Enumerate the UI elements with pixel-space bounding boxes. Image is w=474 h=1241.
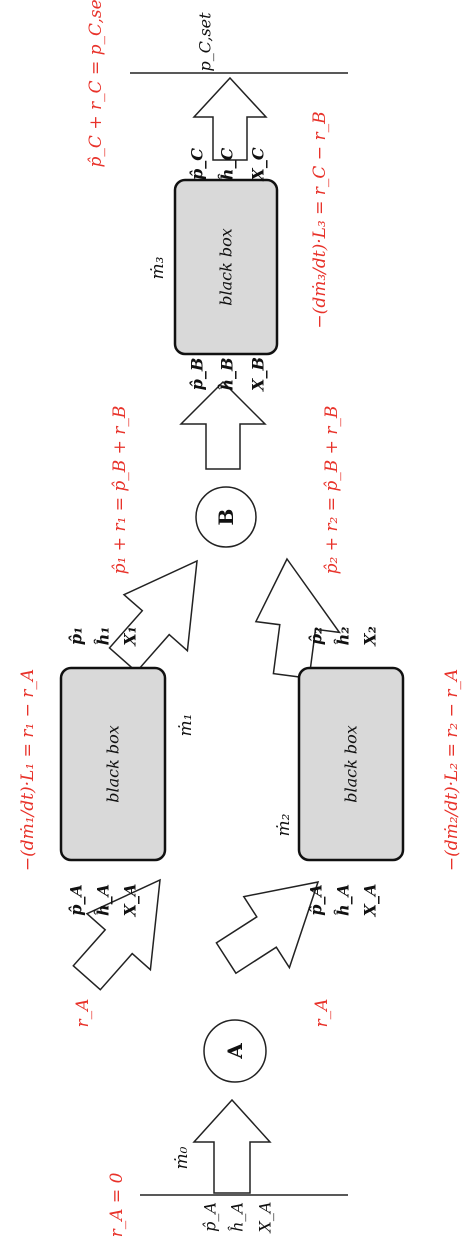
state-p: p̂_A [67, 884, 86, 916]
box3-outlet-state-stack: p̂_C ĥ_C X_C [188, 147, 268, 181]
black-box-3-label: black box [217, 228, 236, 306]
black-box-1 [59, 666, 167, 862]
node-a-label: A [223, 1043, 247, 1060]
state-h: ĥ₂ [333, 627, 353, 646]
outlet-pressure-label: p_C,set [196, 12, 215, 72]
state-p: p̂_A [201, 1202, 220, 1232]
outlet-arrow [192, 76, 268, 161]
box3-equation: −(dṁ₃/dt)·L₃ = r_C − r_B [310, 111, 330, 328]
state-p: p̂₂ [307, 627, 326, 645]
state-h: ĥ_A [93, 884, 113, 916]
state-h: ĥ₁ [93, 627, 113, 646]
state-x: X_A [121, 884, 140, 918]
state-x: X_A [361, 884, 380, 918]
state-h: ĥ_C [217, 148, 237, 181]
arrow-b-to-box3 [179, 380, 267, 470]
state-x: X_A [256, 1202, 275, 1235]
black-box-3 [173, 178, 279, 356]
inlet-state-stack: p̂_A ĥ_A X_A [201, 1202, 275, 1235]
state-x: X₂ [361, 626, 380, 646]
inlet-arrow [192, 1098, 272, 1194]
merge-lower-equation: p̂₂ + r₂ = p̂_B + r_B [322, 406, 342, 575]
box2-equation: −(dṁ₂/dt)·L₂ = r₂ − r_A [442, 669, 462, 871]
outlet-equation: p̂_C + r_C = p_C,set [86, 0, 106, 167]
state-p: p̂_A [307, 884, 326, 916]
node-a-circle [203, 1019, 267, 1083]
state-x: X_B [249, 357, 268, 392]
state-h: ĥ_B [217, 357, 237, 390]
black-box-2-label: black box [342, 725, 361, 803]
node-b-label: B [214, 509, 238, 526]
box1-equation: −(dṁ₁/dt)·L₁ = r₁ − r_A [18, 669, 38, 871]
box2-inlet-state-stack: p̂_A ĥ_A X_A [307, 884, 380, 918]
state-h: ĥ_A [227, 1202, 247, 1232]
mass-flow-m0-label: ṁ₀ [172, 1146, 192, 1169]
box1-outlet-state-stack: p̂₁ ĥ₁ X₁ [67, 626, 140, 646]
box1-inlet-state-stack: p̂_A ĥ_A X_A [67, 884, 140, 918]
box3-inlet-state-stack: p̂_B ĥ_B X_B [188, 357, 268, 392]
arrow-a-to-box2 [215, 881, 320, 975]
box2-outlet-state-stack: p̂₂ ĥ₂ X₂ [307, 626, 380, 646]
mass-flow-m3-label: ṁ₃ [148, 256, 168, 279]
branch-lower-label: r_A [312, 999, 332, 1028]
mass-flow-m2-label: ṁ₂ [274, 813, 294, 836]
branch-upper-label: r_A [73, 999, 93, 1028]
merge-upper-equation: p̂₁ + r₁ = p̂_B + r_B [110, 406, 130, 575]
state-p: p̂_C [188, 148, 207, 180]
state-x: X₁ [121, 626, 140, 646]
state-x: X_C [249, 147, 268, 181]
black-box-2 [297, 666, 405, 862]
state-h: ĥ_A [333, 884, 353, 916]
mass-flow-m1-label: ṁ₁ [176, 714, 196, 737]
state-p: p̂_B [188, 358, 207, 391]
arrow-a-to-box1 [72, 878, 161, 991]
arrow-box1-to-b [108, 559, 198, 673]
state-p: p̂₁ [67, 627, 86, 645]
arrow-box2-to-b [254, 557, 342, 680]
black-box-1-label: black box [104, 725, 123, 803]
inlet-condition-label: r_A = 0 [107, 1172, 127, 1237]
node-b-circle [195, 486, 257, 548]
